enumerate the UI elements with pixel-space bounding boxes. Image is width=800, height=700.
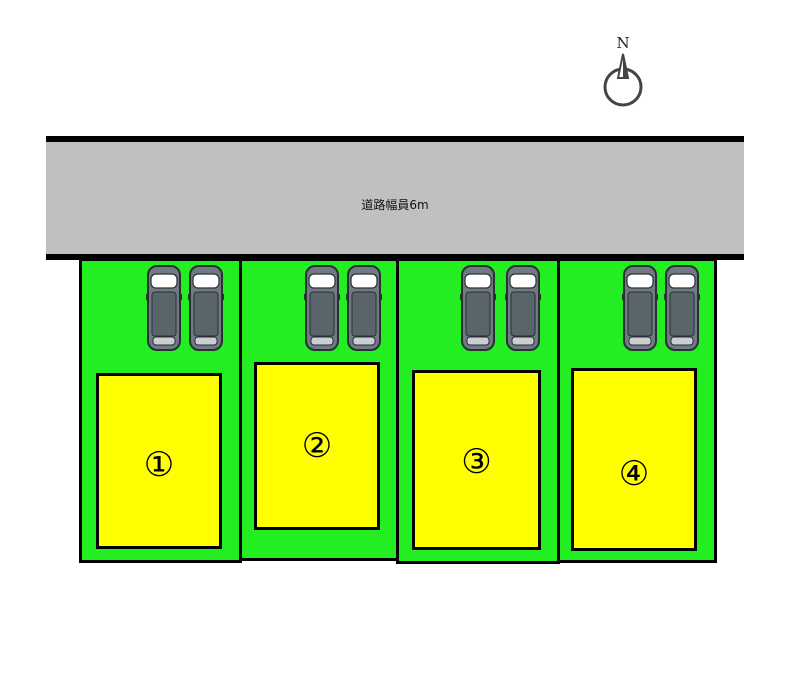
car-icon bbox=[304, 265, 340, 351]
car-icon bbox=[460, 265, 496, 351]
road-width-label: 道路幅員6m bbox=[361, 198, 429, 212]
building-3: ③ bbox=[412, 370, 541, 550]
car-icon bbox=[146, 265, 182, 351]
north-compass: N bbox=[598, 34, 648, 110]
road: 道路幅員6m bbox=[46, 136, 744, 260]
building-4: ④ bbox=[571, 368, 697, 551]
lot-number: ① bbox=[143, 445, 175, 485]
car-icon bbox=[505, 265, 541, 351]
north-label: N bbox=[616, 34, 630, 52]
car-icon bbox=[346, 265, 382, 351]
car-icon bbox=[188, 265, 224, 351]
car-icon bbox=[622, 265, 658, 351]
lot-number: ③ bbox=[461, 442, 492, 482]
north-arrow-icon bbox=[603, 53, 643, 107]
building-1: ① bbox=[96, 373, 222, 549]
lot-number: ② bbox=[301, 426, 333, 466]
lot-number: ④ bbox=[618, 454, 650, 494]
car-icon bbox=[664, 265, 700, 351]
building-2: ② bbox=[254, 362, 380, 530]
